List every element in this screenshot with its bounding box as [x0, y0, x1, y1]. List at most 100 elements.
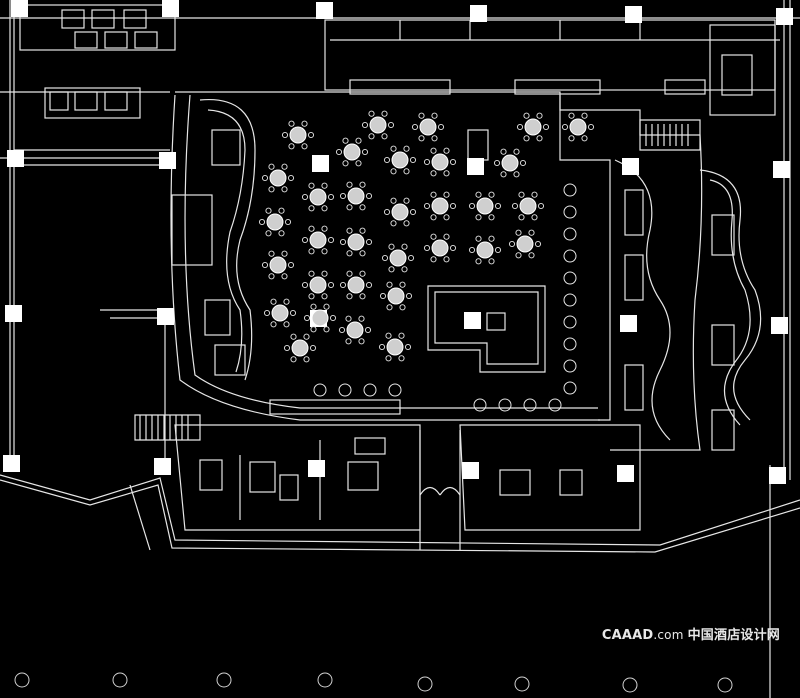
dining-chair [437, 123, 445, 131]
column-marker [622, 677, 638, 693]
dining-table [419, 118, 437, 136]
restroom-stall [74, 91, 98, 111]
dining-chair [301, 120, 308, 127]
dining-chair [475, 214, 482, 221]
dining-table [391, 151, 409, 169]
dining-chair [309, 344, 317, 352]
dining-chair [261, 174, 269, 182]
dining-chair [398, 332, 405, 339]
dining-chair [339, 238, 347, 246]
dining-chair [321, 205, 328, 212]
dining-chair [383, 208, 391, 216]
dining-chair [287, 174, 295, 182]
dining-chair [443, 233, 450, 240]
service-wall [399, 20, 641, 40]
private-room [499, 469, 531, 496]
dining-chair [321, 293, 328, 300]
lounge-wall [614, 159, 671, 441]
dining-chair [561, 123, 569, 131]
dining-chair [568, 135, 575, 142]
dining-chair [338, 326, 346, 334]
booth-wall [207, 109, 246, 373]
dining-chair [329, 314, 337, 322]
dining-chair [418, 135, 425, 142]
dining-chair [339, 192, 347, 200]
dining-chair [358, 338, 365, 345]
dining-chair [407, 254, 415, 262]
dining-chair [265, 230, 272, 237]
dining-table [269, 256, 287, 274]
dining-chair [508, 240, 516, 248]
dining-chair [430, 256, 437, 263]
dining-chair [398, 355, 405, 362]
dining-chair [346, 293, 353, 300]
grid-column [159, 152, 176, 169]
dining-chair [488, 214, 495, 221]
lounge-booth [711, 214, 735, 256]
dining-chair [321, 270, 328, 277]
dining-tables [258, 110, 595, 363]
lounge-booth [624, 364, 644, 411]
dining-chair [468, 202, 476, 210]
dining-chair [321, 182, 328, 189]
dining-chair [346, 204, 353, 211]
dining-chair [346, 227, 353, 234]
dining-chair [368, 133, 375, 140]
dining-chair [403, 168, 410, 175]
bar-stool [563, 271, 577, 285]
dining-chair [342, 160, 349, 167]
dining-chair [327, 281, 335, 289]
dining-chair [278, 207, 285, 214]
dining-table [431, 197, 449, 215]
dining-chair [310, 303, 317, 310]
grid-column [5, 305, 22, 322]
site-boundary [0, 479, 800, 553]
grid-column [157, 308, 174, 325]
dining-chair [263, 309, 271, 317]
dining-chair [449, 158, 457, 166]
dining-chair [355, 137, 362, 144]
column-marker [216, 672, 232, 688]
dining-chair [581, 112, 588, 119]
entrance-door [419, 486, 461, 496]
dining-table [347, 276, 365, 294]
dining-chair [310, 326, 317, 333]
dining-chair [388, 266, 395, 273]
dining-chair [534, 240, 542, 248]
dining-chair [409, 208, 417, 216]
lounge-wall [639, 119, 701, 151]
dining-chair [390, 197, 397, 204]
grid-column [316, 2, 333, 19]
dining-chair [388, 243, 395, 250]
dining-chair [518, 191, 525, 198]
grid-column [7, 150, 24, 167]
booth [214, 344, 246, 376]
dining-chair [401, 266, 408, 273]
grid-column [470, 5, 487, 22]
stair [139, 415, 189, 440]
dining-chair [339, 281, 347, 289]
dining-chair [364, 326, 372, 334]
grid-column [625, 6, 642, 23]
dining-chair [288, 143, 295, 150]
dining-chair [335, 148, 343, 156]
dining-chair [383, 156, 391, 164]
restroom-stall [91, 9, 115, 29]
booth-wall [199, 99, 256, 381]
dining-chair [379, 292, 387, 300]
dining-chair [346, 250, 353, 257]
grid-column [312, 155, 329, 172]
bar-stool [498, 398, 512, 412]
dining-chair [430, 147, 437, 154]
dining-chair [268, 273, 275, 280]
dining-chair [308, 293, 315, 300]
dining-table [347, 187, 365, 205]
dining-chair [381, 133, 388, 140]
dining-chair [418, 112, 425, 119]
lounge-wall [699, 169, 762, 421]
dining-chair [301, 281, 309, 289]
grid-column [769, 467, 786, 484]
column-marker [417, 676, 433, 692]
dining-chair [528, 252, 535, 259]
